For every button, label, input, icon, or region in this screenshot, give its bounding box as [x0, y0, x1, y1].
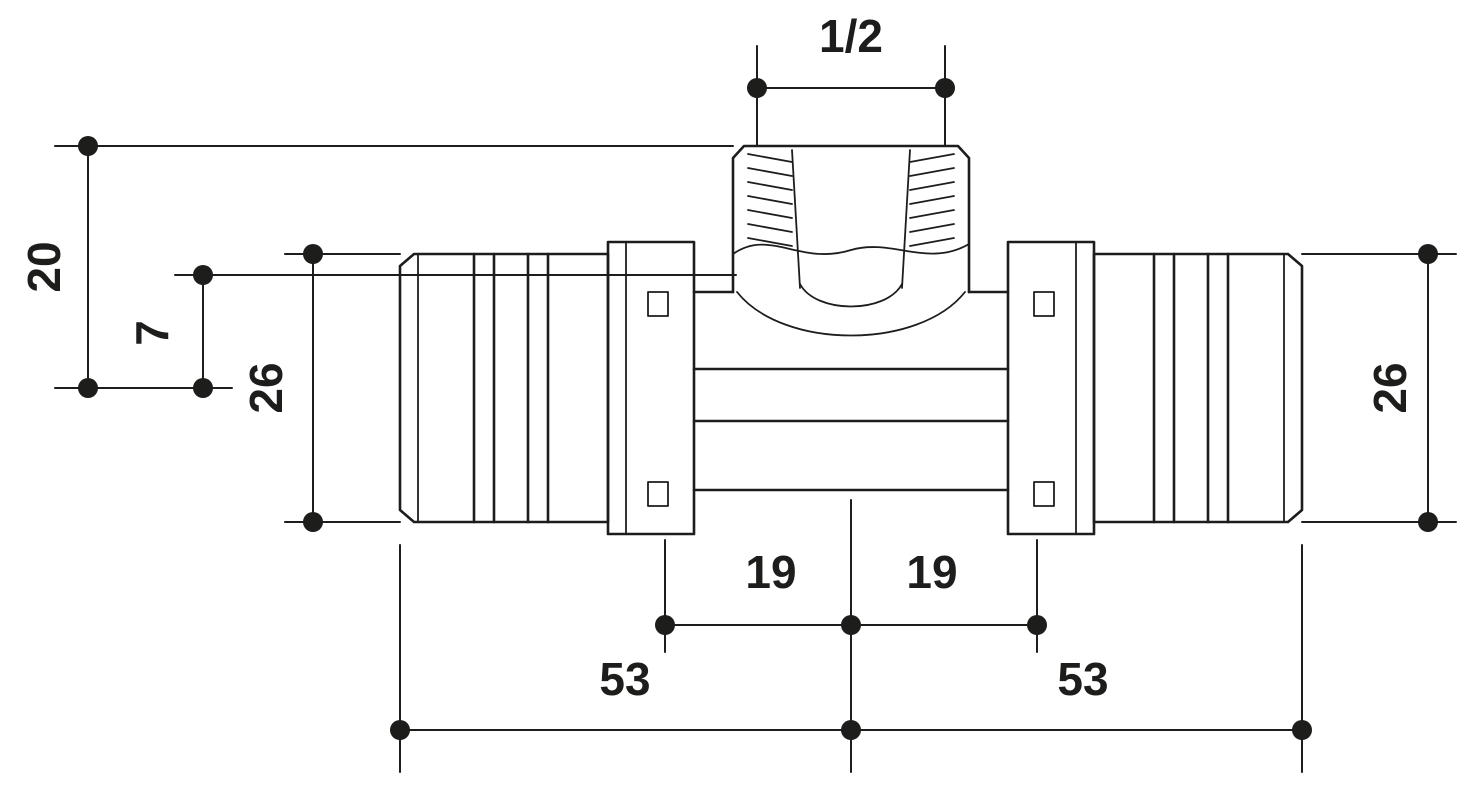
- dim-label-26-left: 26: [240, 362, 292, 413]
- dim-20: 20: [18, 136, 734, 398]
- right-collar-window-top: [1033, 291, 1055, 317]
- dim-7: 7: [126, 265, 737, 398]
- dimension-dot: [1418, 244, 1438, 264]
- dimension-dot: [193, 265, 213, 285]
- branch-cavity-bottom: [799, 283, 903, 308]
- branch-section-break: [732, 243, 970, 255]
- dim-label-19-right: 19: [906, 546, 957, 598]
- branch-bore-right: [901, 149, 911, 289]
- dim-26-right: 26: [1301, 244, 1457, 532]
- body-cavity-curve: [736, 291, 966, 337]
- dimension-dot: [1027, 615, 1047, 635]
- dim-label-thread-size: 1/2: [819, 10, 883, 62]
- dim-label-26-right: 26: [1364, 362, 1416, 413]
- dimension-dot: [1418, 512, 1438, 532]
- dimension-dot: [655, 615, 675, 635]
- dimension-dot: [841, 615, 861, 635]
- left-press-sleeve: [398, 240, 696, 536]
- branch-thread-right: [909, 153, 955, 247]
- threaded-branch: [731, 144, 971, 308]
- left-collar-window-bottom: [647, 481, 669, 507]
- center-body: [692, 290, 1010, 492]
- dimension-dot: [78, 136, 98, 156]
- dimension-dot: [193, 378, 213, 398]
- right-press-sleeve: [1006, 240, 1304, 536]
- dim-label-53-right: 53: [1057, 653, 1108, 705]
- left-sleeve-ribs: [472, 252, 550, 524]
- body-bore-lines: [692, 367, 1010, 423]
- dimension-dot: [935, 78, 955, 98]
- dimension-dot: [1292, 720, 1312, 740]
- left-press-collar: [606, 240, 696, 536]
- dim-53-pair: 53 53: [390, 544, 1312, 773]
- right-press-collar: [1006, 240, 1096, 536]
- body-outline: [692, 290, 1010, 492]
- right-sleeve-ribs: [1152, 252, 1230, 524]
- dimension-dot: [747, 78, 767, 98]
- dimension-dot: [390, 720, 410, 740]
- dim-26-left-extension-lines: [284, 253, 401, 523]
- dimensions: 1/2 20 7: [18, 10, 1457, 773]
- branch-thread-left: [747, 153, 793, 247]
- branch-outline: [731, 144, 971, 294]
- dim-label-53-left: 53: [599, 653, 650, 705]
- dimension-dot: [303, 244, 323, 264]
- dim-thread-size: 1/2: [747, 10, 955, 147]
- branch-bore-left: [791, 149, 801, 289]
- dimension-dot: [303, 512, 323, 532]
- dimension-dot: [78, 378, 98, 398]
- dimension-dot: [841, 720, 861, 740]
- dim-label-19-left: 19: [745, 546, 796, 598]
- left-collar-window-top: [647, 291, 669, 317]
- left-sleeve-body: [398, 252, 610, 524]
- dim-label-7: 7: [126, 320, 178, 346]
- right-collar-window-bottom: [1033, 481, 1055, 507]
- dim-19-pair: 19 19: [655, 499, 1047, 773]
- dim-26-left: 26: [240, 244, 401, 532]
- dim-20-extension-lines: [54, 145, 734, 389]
- fitting: [398, 144, 1304, 536]
- dim-label-20: 20: [18, 241, 70, 292]
- right-sleeve-body: [1092, 252, 1304, 524]
